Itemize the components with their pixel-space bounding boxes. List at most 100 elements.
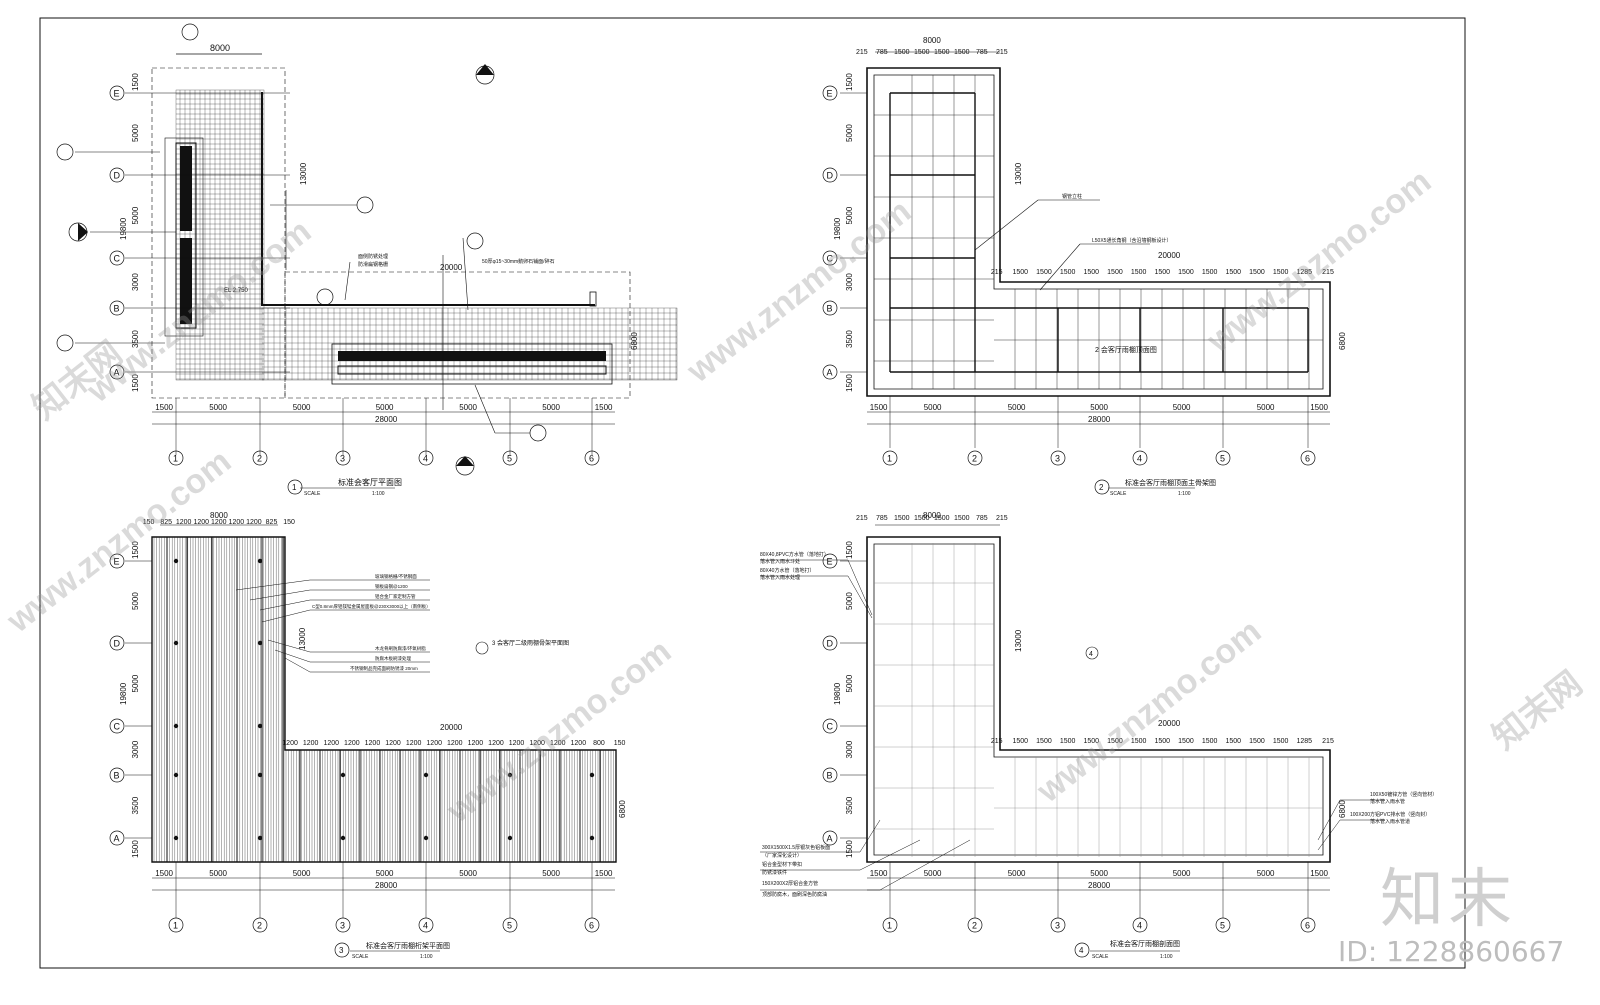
dim-bay-y: 5000 (845, 124, 854, 142)
dim-sub: 1200 (509, 740, 525, 747)
dim-sub: 1500 (1155, 738, 1171, 745)
panel-floor-plan: 8000 (56, 23, 678, 497)
ratio-p2: 1:100 (1178, 491, 1191, 497)
dim-sub: 1200 (229, 519, 245, 526)
dim-sub: 1500 (1155, 269, 1171, 276)
note-p4-b4: 防锈漆铁件 (762, 869, 787, 876)
dim-sub: 1285 (1297, 738, 1313, 745)
grid-label-row: A (114, 834, 120, 844)
dim-bay-y: 5000 (131, 206, 140, 224)
bench-north (175, 142, 197, 329)
dim-bay-x: 5000 (1090, 869, 1108, 878)
dim-sub: 1200 (447, 740, 463, 747)
grid-label-row: C (114, 722, 121, 732)
dim-bay-y: 3500 (845, 796, 854, 814)
dim-19800-p1: 19800 (119, 217, 128, 240)
dim-sub: 1500 (1226, 269, 1242, 276)
note-p3-3: 铝合金厂家定制方管 (375, 593, 416, 600)
dim-bay-x: 5000 (542, 403, 560, 412)
note-p1-2: 防滑扁钢格栅 (358, 261, 388, 268)
dim-sub: 785 (876, 49, 888, 56)
dim-wing-p4: 8000 (923, 511, 941, 520)
dim-bay-x: 1500 (870, 869, 888, 878)
grid-label-col: 2 (257, 921, 262, 931)
dim-wing-p3: 8000 (210, 511, 228, 520)
grid-bubble-col (502, 917, 518, 933)
site-outline (151, 67, 286, 399)
brand-logo: 知末 (1380, 863, 1516, 937)
dim-bay-y: 3000 (131, 273, 140, 291)
dim-bay-y: 3000 (131, 740, 140, 758)
dim-sub: 1500 (1178, 269, 1194, 276)
dim-bay-y: 1500 (845, 374, 854, 392)
dim-6800-p4: 6800 (1338, 800, 1347, 818)
grid-label-row: E (114, 557, 120, 567)
grid-label-row: B (114, 304, 120, 314)
dim-wing-p2: 8000 (923, 36, 941, 45)
grid-label-row: B (827, 771, 833, 781)
grid-bubble-row (822, 167, 838, 183)
grid-label-row: D (827, 171, 834, 181)
dim-sub: 1500 (1249, 269, 1265, 276)
scale-p4: SCALE (1092, 954, 1109, 960)
dim-sub: 1500 (914, 515, 930, 522)
inner-title-p2: 2 会客厅雨棚顶面图 (1095, 345, 1157, 354)
dim-19800-p3: 19800 (119, 682, 128, 705)
column-dot (173, 558, 179, 564)
dim-sub: 1500 (1226, 738, 1242, 745)
grid-label-col: 1 (887, 454, 892, 464)
dim-sub: 1200 (529, 740, 545, 747)
grid-label-col: 3 (340, 921, 345, 931)
grid-bubble-col (1132, 450, 1148, 466)
grid-bubble-row (822, 718, 838, 734)
dim-bay-y: 1500 (131, 374, 140, 392)
grid-label-col: 4 (423, 921, 428, 931)
grid-label-col: 6 (589, 921, 594, 931)
elev-label: EL 2.750 (224, 288, 248, 294)
column-dot (173, 835, 179, 841)
grid-bubble-col (502, 450, 518, 466)
note-p3-2: 钢板扁钢@1200 (375, 583, 408, 590)
grid-label-col: 5 (1220, 454, 1225, 464)
note-p4-b5: 150X200X2厚铝合金方管 (762, 880, 818, 887)
grid-label-col: 2 (972, 454, 977, 464)
grid-bubble-col (418, 450, 434, 466)
dim-sub: 1500 (1013, 269, 1029, 276)
dim-sub: 1500 (934, 49, 950, 56)
grid-label-col: 6 (1305, 454, 1310, 464)
grid-bubble-row (109, 250, 125, 266)
dim-bay-x: 1500 (595, 869, 613, 878)
dim-sub: 1500 (1084, 738, 1100, 745)
note-p4-b1: 300X1500X1.5厚银灰色铝板面 (762, 844, 830, 851)
sheet-border (39, 17, 1466, 969)
grid-label-row: B (114, 771, 120, 781)
title-p4: 标准会客厅雨棚剖面图 (1110, 939, 1180, 948)
dim-sub: 785 (876, 515, 888, 522)
note-p4-l4: 落水管入雨水处理 (760, 574, 800, 581)
column-dot (589, 772, 595, 778)
dim-bay-x: 5000 (459, 869, 477, 878)
dim-sub: 1200 (365, 740, 381, 747)
dim-20000-p3: 20000 (440, 723, 463, 732)
north-arrow-1 (476, 64, 494, 75)
dim-19800-p2: 19800 (833, 217, 842, 240)
dim-bay-x: 5000 (1008, 403, 1026, 412)
grid-bubble-col (335, 450, 351, 466)
grid-bubble-col (584, 917, 600, 933)
note-p4-l1: 80X40,8PVC方水管（落地打） (760, 551, 829, 558)
dim-bay-x: 5000 (1008, 869, 1026, 878)
note-p4-b3: 铝合金型材下带扣 (762, 861, 802, 868)
section-arrow-left (78, 223, 88, 241)
column-dot (173, 723, 179, 729)
paving-grid-east (261, 307, 678, 381)
dim-bay-y: 3500 (131, 796, 140, 814)
title-num-p2: 2 (1099, 483, 1104, 492)
dim-bay-y: 1500 (131, 73, 140, 91)
dim-bay-y: 3000 (845, 273, 854, 291)
dim-bay-x: 5000 (293, 869, 311, 878)
dim-bay-x: 5000 (376, 403, 394, 412)
dim-bay-x: 5000 (1090, 403, 1108, 412)
dim-sub: 1500 (914, 49, 930, 56)
grid-bubble-row (109, 635, 125, 651)
column-dot (257, 835, 263, 841)
